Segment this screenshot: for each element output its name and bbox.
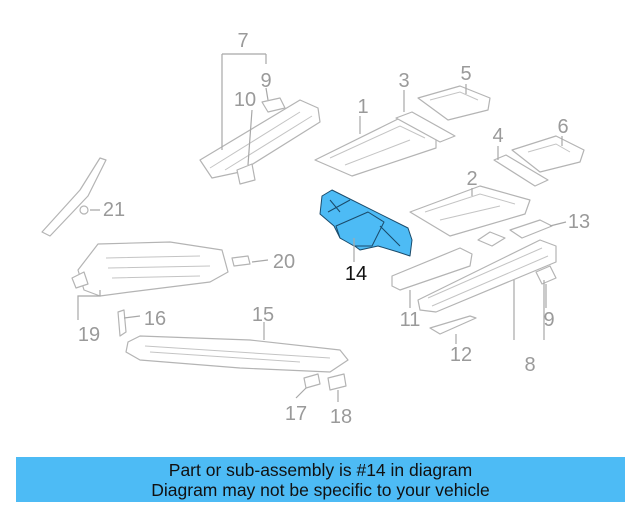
leader-lines [77,53,567,402]
part-15-side-panel[interactable] [125,335,349,373]
callout-9-top[interactable]: 9 [260,70,271,92]
callout-1[interactable]: 1 [357,96,368,118]
part-21-brace[interactable] [41,157,107,237]
callout-16[interactable]: 16 [144,308,166,330]
banner-line-2: Diagram may not be specific to your vehi… [151,480,490,500]
callout-10[interactable]: 10 [234,89,256,111]
callout-19[interactable]: 19 [78,324,100,346]
part-6-panel[interactable] [511,135,585,173]
part-3-crossmember[interactable] [395,111,456,143]
callout-15[interactable]: 15 [252,304,274,326]
part-2-floor-panel[interactable] [409,185,531,237]
callout-12[interactable]: 12 [450,344,472,366]
callout-6[interactable]: 6 [557,116,568,138]
callout-11[interactable]: 11 [400,309,421,331]
callout-17[interactable]: 17 [285,403,307,425]
part-1-floor-panel[interactable] [314,117,437,177]
callout-2[interactable]: 2 [466,168,477,190]
part-11-rail[interactable] [391,247,473,291]
part-18-cap[interactable] [327,373,347,391]
info-banner: Part or sub-assembly is #14 in diagram D… [16,457,625,502]
callout-8[interactable]: 8 [524,354,535,376]
part-4-crossmember[interactable] [493,154,549,187]
part-12-bracket[interactable] [429,315,477,335]
callout-21[interactable]: 21 [103,199,125,221]
part-8-rocker-rail[interactable] [417,231,557,313]
part-9-bracket-right[interactable] [535,265,557,285]
part-7-rail[interactable] [199,99,321,179]
callout-9-right[interactable]: 9 [543,309,554,331]
part-16-clip[interactable] [117,309,127,337]
callout-5[interactable]: 5 [460,63,471,85]
callout-14[interactable]: 14 [345,263,367,285]
part-17-cap[interactable] [303,373,321,389]
callout-3[interactable]: 3 [398,70,409,92]
part-9-bracket-top[interactable] [261,97,286,113]
banner-line-1: Part or sub-assembly is #14 in diagram [168,460,473,480]
part-5-panel[interactable] [417,85,491,121]
part-10-bracket[interactable] [236,163,256,185]
part-13-bracket[interactable] [509,219,553,239]
part-14-highlighted[interactable] [319,189,413,257]
callout-7[interactable]: 7 [237,30,248,52]
callout-4[interactable]: 4 [492,125,503,147]
callout-18[interactable]: 18 [330,406,352,428]
callout-20[interactable]: 20 [273,251,295,273]
callout-13[interactable]: 13 [568,211,590,233]
part-19-clip[interactable] [71,271,89,289]
part-20-underbody-shield[interactable] [77,241,251,297]
